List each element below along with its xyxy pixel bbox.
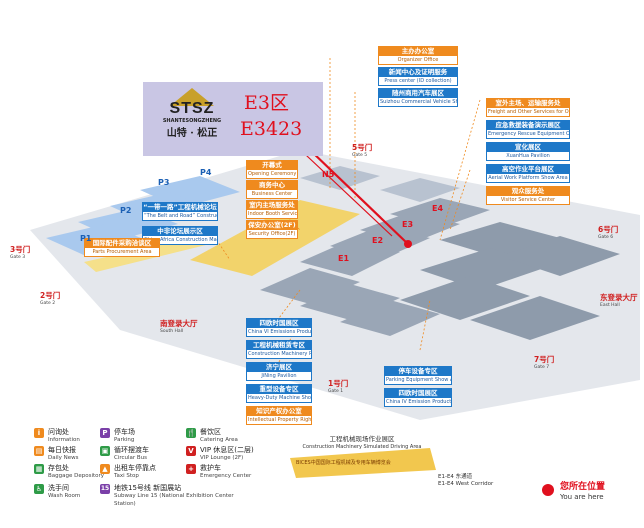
hall-label-e2: E2: [372, 236, 384, 245]
information-icon: i: [34, 428, 44, 438]
booth-number: E3423: [240, 118, 303, 140]
booth-pointer-line-2: [289, 139, 393, 237]
parking-icon: P: [100, 428, 110, 438]
baggage-icon: ▦: [34, 464, 44, 474]
hall-label-e4: E4: [432, 204, 444, 213]
hall-label-e3: E3: [402, 220, 414, 229]
hall-label-p1: P1: [80, 234, 92, 243]
hall-label-n5: N5: [322, 170, 335, 179]
hall-label-p2: P2: [120, 206, 132, 215]
logo-mark: [170, 88, 214, 106]
booth-pointer-line: [309, 149, 409, 245]
hall-row-b3: [340, 300, 440, 336]
corridor-en: Construction Machinery Simulated Driving…: [302, 444, 422, 450]
you-are-here-marker: [404, 240, 412, 248]
circular-bus-icon: ▣: [100, 446, 110, 456]
daily-news-icon: ▤: [34, 446, 44, 456]
callout-belt-road-forum: “一带一路”工程机械论坛“The Belt and Road” Construc…: [142, 202, 218, 221]
hall-label-e1: E1: [338, 254, 350, 263]
logo-english: SHANTESONGZHENG: [162, 118, 222, 124]
hall-label-p4: P4: [200, 168, 212, 177]
you-are-here-cn: 您所在位置: [560, 482, 606, 492]
callout-china-africa: 中非论坛展示区China-Africa Construction Machine…: [142, 226, 218, 245]
corridor-cn: 工程机械现场作业展区: [329, 435, 395, 443]
you-are-here-label: 您所在位置 You are here: [560, 482, 605, 502]
vip-icon: V: [186, 446, 196, 456]
corridor-label: 工程机械现场作业展区 Construction Machinery Simula…: [292, 436, 432, 451]
taxi-icon: ▲: [100, 464, 110, 474]
subway-icon: 15: [100, 484, 110, 494]
north-building-2: [380, 178, 460, 202]
you-are-here-en: You are here: [560, 493, 604, 501]
logo-chinese: 山特 · 松正: [166, 128, 218, 139]
hall-east-4: [470, 296, 600, 340]
washroom-icon: ♿: [34, 484, 44, 494]
hall-e4: [390, 198, 490, 228]
corridor-sub-label: BICES中国国际工程机械及专用车辆博览会: [296, 460, 391, 466]
hall-east-1: [440, 222, 560, 258]
hall-east-3: [400, 276, 530, 320]
booth-zone: E3区: [244, 92, 289, 114]
corridor-ew-en: E1-E4 West Corridor: [438, 481, 494, 487]
hall-row-b2: [300, 284, 400, 320]
callout-security-office: 保安办公室(2F)Security Office(2F): [246, 220, 298, 239]
corridor-strip: [290, 448, 436, 478]
hall-row-b1: [260, 268, 360, 304]
hall-label-p3: P3: [158, 178, 170, 187]
company-logo: STSZ SHANTESONGZHENG 山特 · 松正: [150, 88, 234, 148]
ambulance-icon: +: [186, 464, 196, 474]
hall-east-5: [500, 236, 620, 276]
corridor-east-west: E1-E4 东通道 E1-E4 West Corridor: [438, 474, 493, 488]
legend-vip-lounge: VIP 休息区(二层)VIP Lounge (2F): [200, 446, 254, 461]
corridor-ew: E1-E4 东通道: [438, 474, 473, 480]
legend-you-are-here-dot: [542, 484, 554, 496]
catering-icon: 🍴: [186, 428, 196, 438]
logo-abbr: STSZ: [169, 100, 215, 117]
